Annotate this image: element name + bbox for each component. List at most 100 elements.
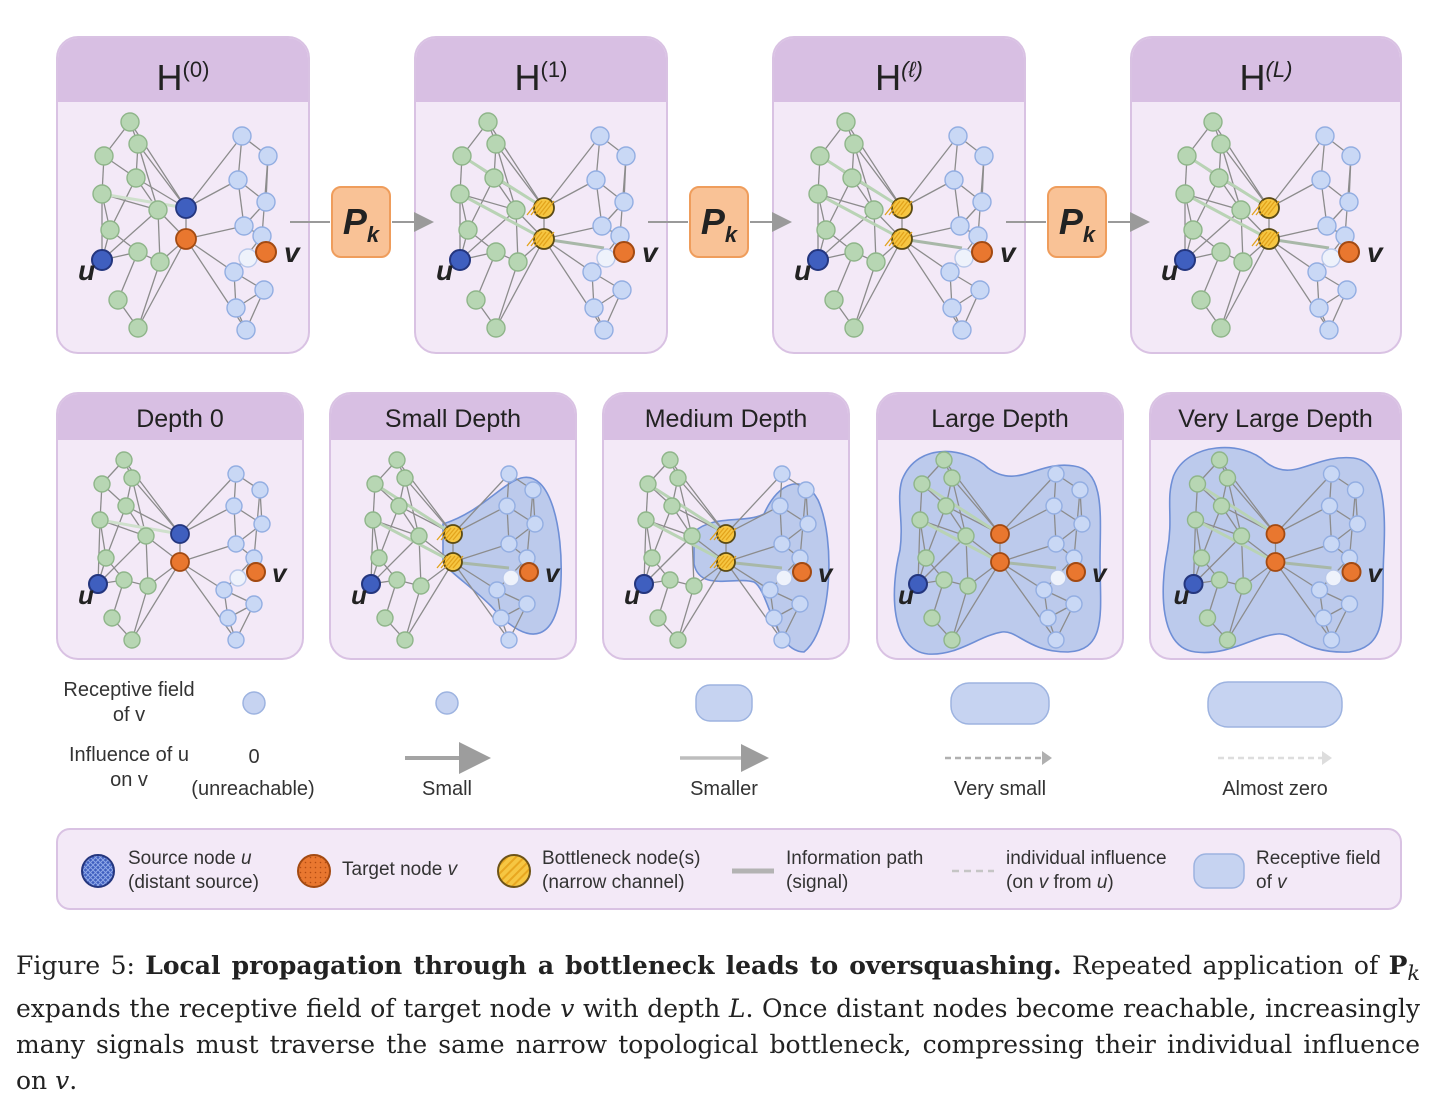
- graph-node: [1341, 146, 1361, 166]
- graph-node: [1322, 465, 1341, 483]
- graph: uv: [78, 112, 301, 340]
- hatch-line: [721, 555, 733, 569]
- legend-path-text: Information path(signal): [786, 848, 924, 893]
- graph-edge: [1220, 261, 1244, 329]
- graph-node: [917, 549, 935, 567]
- graph-node: [616, 146, 636, 166]
- source-node-u: [361, 574, 381, 594]
- graph-edge: [1220, 143, 1242, 211]
- panel-title: Large Depth: [878, 394, 1122, 440]
- graph-node: [1039, 609, 1057, 627]
- graph-node: [251, 481, 269, 499]
- graph-edge: [404, 585, 422, 641]
- graph-node: [1231, 200, 1251, 220]
- graph-node: [103, 609, 121, 627]
- graph-node: [590, 126, 610, 146]
- graph-node: [1337, 280, 1357, 300]
- graph-edge: [951, 561, 1001, 641]
- graph-node: [492, 609, 510, 627]
- graph-edge: [1226, 561, 1277, 641]
- graph-node: [245, 595, 263, 613]
- hatch-line: [1267, 231, 1280, 247]
- hatch-line: [1267, 200, 1280, 216]
- graph-node: [1348, 515, 1367, 533]
- graph-edge: [495, 238, 545, 329]
- graph-node: [639, 475, 657, 493]
- graph-edge: [651, 505, 673, 559]
- graph-edge: [817, 193, 875, 211]
- bottleneck-node: [170, 524, 190, 544]
- graph-edge: [185, 135, 243, 209]
- graph-node: [1346, 481, 1365, 499]
- hatch-line: [896, 200, 909, 216]
- graph-node: [215, 581, 233, 599]
- information-path: [461, 154, 545, 210]
- influence-note: Smaller: [690, 778, 758, 800]
- graph-node: [1310, 581, 1329, 599]
- graph-node: [128, 134, 148, 154]
- graph-node: [123, 469, 141, 487]
- receptive-field-shape: [1207, 681, 1343, 728]
- graph-node: [592, 216, 612, 236]
- graph-edge: [452, 561, 510, 641]
- graph-edge: [643, 519, 647, 585]
- graph-node: [1212, 497, 1231, 515]
- hatch-line: [896, 231, 909, 247]
- graph-node: [683, 527, 701, 545]
- panel-title: H(L): [1132, 38, 1400, 102]
- graph-edge: [999, 561, 1057, 641]
- graph-node: [128, 242, 148, 262]
- graph: uv: [624, 451, 834, 653]
- graph-edge: [125, 505, 181, 535]
- source-label: u: [1174, 580, 1190, 610]
- graph-edge: [1227, 477, 1276, 535]
- bottleneck-node: [170, 552, 190, 572]
- graph-node: [488, 581, 506, 599]
- graph-edge: [97, 519, 101, 585]
- graph-node: [508, 252, 528, 272]
- graph-node: [970, 280, 990, 300]
- hatch-line: [436, 555, 448, 569]
- graph-node: [396, 469, 414, 487]
- hatch-line: [892, 200, 905, 216]
- hatch-line: [884, 231, 897, 247]
- graph-node: [643, 549, 661, 567]
- panel-title: Medium Depth: [604, 394, 848, 440]
- hatch-line: [1255, 200, 1268, 216]
- hatch-line: [444, 555, 456, 569]
- hatch-line: [444, 527, 456, 541]
- hatch-line: [717, 555, 729, 569]
- graph-node: [486, 242, 506, 262]
- operator-arrows: [290, 212, 1150, 232]
- graph-edge: [999, 505, 1055, 535]
- graph-edge: [1275, 473, 1332, 535]
- graph-node: [128, 318, 148, 338]
- graph-node: [1234, 577, 1253, 595]
- caption-label: Figure 5:: [16, 951, 135, 980]
- figure-caption: Figure 5: Local propagation through a bo…: [16, 948, 1420, 1099]
- graph-node: [582, 262, 602, 282]
- hatch-line: [1263, 200, 1276, 216]
- legend: Source node u(distant source) Target nod…: [56, 828, 1402, 910]
- graph: uv: [351, 451, 563, 649]
- graph-node: [253, 515, 271, 533]
- graph-edge: [101, 209, 159, 261]
- graph-node: [526, 515, 544, 533]
- graph-edge: [404, 561, 454, 641]
- graph-node: [808, 184, 828, 204]
- graph-node: [773, 535, 791, 553]
- information-path: [1186, 154, 1270, 210]
- graph-node: [227, 465, 245, 483]
- source-label: u: [624, 580, 640, 610]
- information-path: [921, 482, 1001, 536]
- hatch-line: [452, 527, 464, 541]
- graph-node: [1071, 481, 1089, 499]
- graph-node: [115, 451, 133, 469]
- hatch-line: [538, 231, 551, 247]
- graph-node: [1309, 298, 1329, 318]
- graph-node: [466, 290, 486, 310]
- bottleneck-node: [175, 197, 197, 219]
- graph-node: [126, 168, 146, 188]
